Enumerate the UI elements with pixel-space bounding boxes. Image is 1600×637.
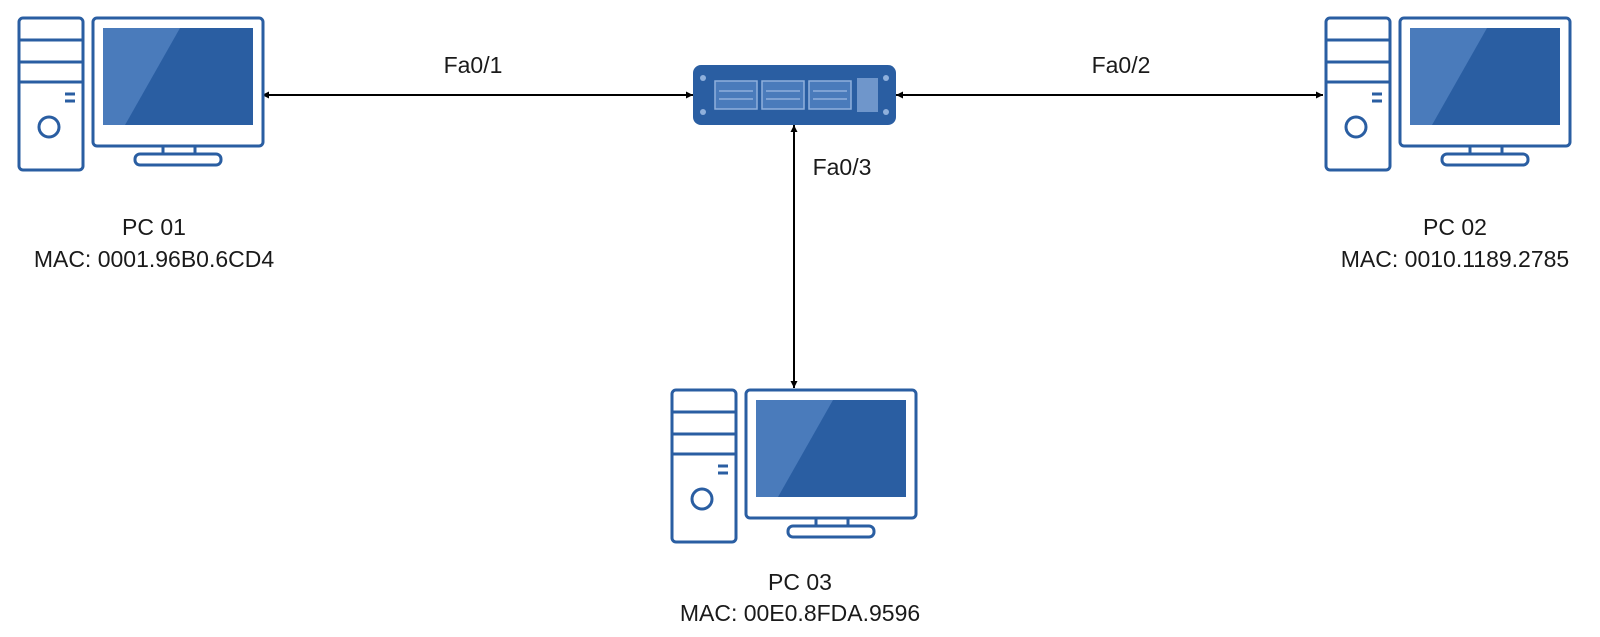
port-label-fa0-2: Fa0/2 <box>1092 52 1151 78</box>
port-label-fa0-1: Fa0/1 <box>444 52 503 78</box>
network-switch-icon <box>693 65 896 125</box>
pc-01-name: PC 01 <box>122 214 186 240</box>
pc-02-mac: MAC: 0010.1189.2785 <box>1341 246 1569 272</box>
desktop-computer-icon <box>670 388 918 544</box>
pc-01-node: PC 01 MAC: 0001.96B0.6CD4 <box>17 16 275 272</box>
desktop-computer-icon <box>1324 16 1572 172</box>
pc-01-mac: MAC: 0001.96B0.6CD4 <box>34 246 275 272</box>
port-label-fa0-3: Fa0/3 <box>813 154 872 180</box>
pc-03-node: PC 03 MAC: 00E0.8FDA.9596 <box>670 388 920 626</box>
pc-03-name: PC 03 <box>768 569 832 595</box>
connections <box>262 91 1323 388</box>
pc-02-name: PC 02 <box>1423 214 1487 240</box>
pc-02-node: PC 02 MAC: 0010.1189.2785 <box>1324 16 1572 272</box>
desktop-computer-icon <box>17 16 265 172</box>
pc-03-mac: MAC: 00E0.8FDA.9596 <box>680 600 920 626</box>
